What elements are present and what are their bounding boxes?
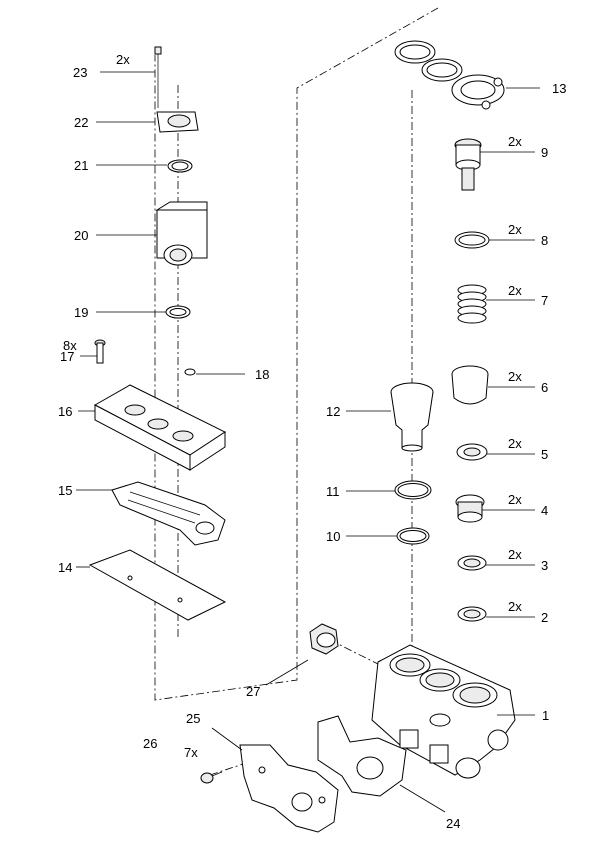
- plate-part-14: [88, 549, 227, 621]
- spring-part-7: [457, 284, 487, 324]
- axis-line-fitting: [329, 639, 381, 666]
- callout-25: 25: [186, 711, 200, 726]
- unloader-body-part-20: [155, 201, 208, 266]
- leader-lines: [76, 71, 540, 813]
- gasket-part-24: [317, 715, 407, 797]
- seal-part-2: [457, 606, 487, 622]
- callout-20: 20: [74, 228, 88, 243]
- callout-14: 14: [58, 560, 72, 575]
- cover-plate-part-25: [239, 744, 339, 833]
- callout-1: 1: [542, 708, 549, 723]
- seal-part-3: [457, 555, 487, 571]
- callout-12: 12: [326, 404, 340, 419]
- callout-27: 27: [246, 684, 260, 699]
- bushing-part-4: [455, 494, 485, 523]
- callout-8: 8: [541, 233, 548, 248]
- cup-part-6: [451, 365, 489, 405]
- qty-8: 2x: [508, 222, 522, 237]
- callout-13: 13: [552, 81, 566, 96]
- ring-part-18: [184, 368, 196, 376]
- qty-17: 8x: [63, 338, 77, 353]
- washer-part-5: [456, 443, 488, 461]
- gasket-part-13: [394, 40, 505, 110]
- callout-22: 22: [74, 115, 88, 130]
- qty-3: 2x: [508, 547, 522, 562]
- screw-part-26: [200, 771, 223, 784]
- screw-part-17: [94, 339, 106, 364]
- callout-26: 26: [143, 736, 157, 751]
- callout-11: 11: [326, 484, 340, 499]
- callout-24: 24: [446, 816, 460, 831]
- qty-4: 2x: [508, 492, 522, 507]
- callout-5: 5: [541, 447, 548, 462]
- callout-10: 10: [326, 529, 340, 544]
- valve-part-9: [454, 138, 482, 191]
- callout-17: 17: [60, 349, 74, 364]
- callout-19: 19: [74, 305, 88, 320]
- callout-16: 16: [58, 404, 72, 419]
- o-ring-part-11: [394, 480, 432, 500]
- qty-23: 2x: [116, 52, 130, 67]
- pump-housing-part-1: [371, 644, 516, 779]
- qty-2: 2x: [508, 599, 522, 614]
- o-ring-part-19: [165, 305, 191, 319]
- qty-26: 7x: [184, 745, 198, 760]
- qty-6: 2x: [508, 369, 522, 384]
- callout-9: 9: [541, 145, 548, 160]
- qty-9: 2x: [508, 134, 522, 149]
- callout-6: 6: [541, 380, 548, 395]
- flange-part-22: [156, 111, 199, 133]
- callout-18: 18: [255, 367, 269, 382]
- o-ring-part-21: [167, 159, 193, 173]
- callout-15: 15: [58, 483, 72, 498]
- sleeve-part-12: [390, 382, 434, 452]
- callout-3: 3: [541, 558, 548, 573]
- manifold-block-part-16: [93, 384, 227, 471]
- callout-7: 7: [541, 293, 548, 308]
- qty-5: 2x: [508, 436, 522, 451]
- o-ring-part-10: [396, 527, 430, 545]
- o-ring-part-8: [454, 231, 490, 249]
- callout-21: 21: [74, 158, 88, 173]
- gasket-part-15: [111, 481, 226, 546]
- callout-23: 23: [73, 65, 87, 80]
- callout-2: 2: [541, 610, 548, 625]
- qty-7: 2x: [508, 283, 522, 298]
- assembly-outline: [154, 7, 439, 701]
- callout-labels: 23 2x 22 21 20 19 17 8x 18 16 15 14 13 9…: [58, 52, 566, 831]
- callout-4: 4: [541, 503, 548, 518]
- bolt-part-23: [154, 46, 162, 108]
- fitting-part-27: [309, 623, 339, 655]
